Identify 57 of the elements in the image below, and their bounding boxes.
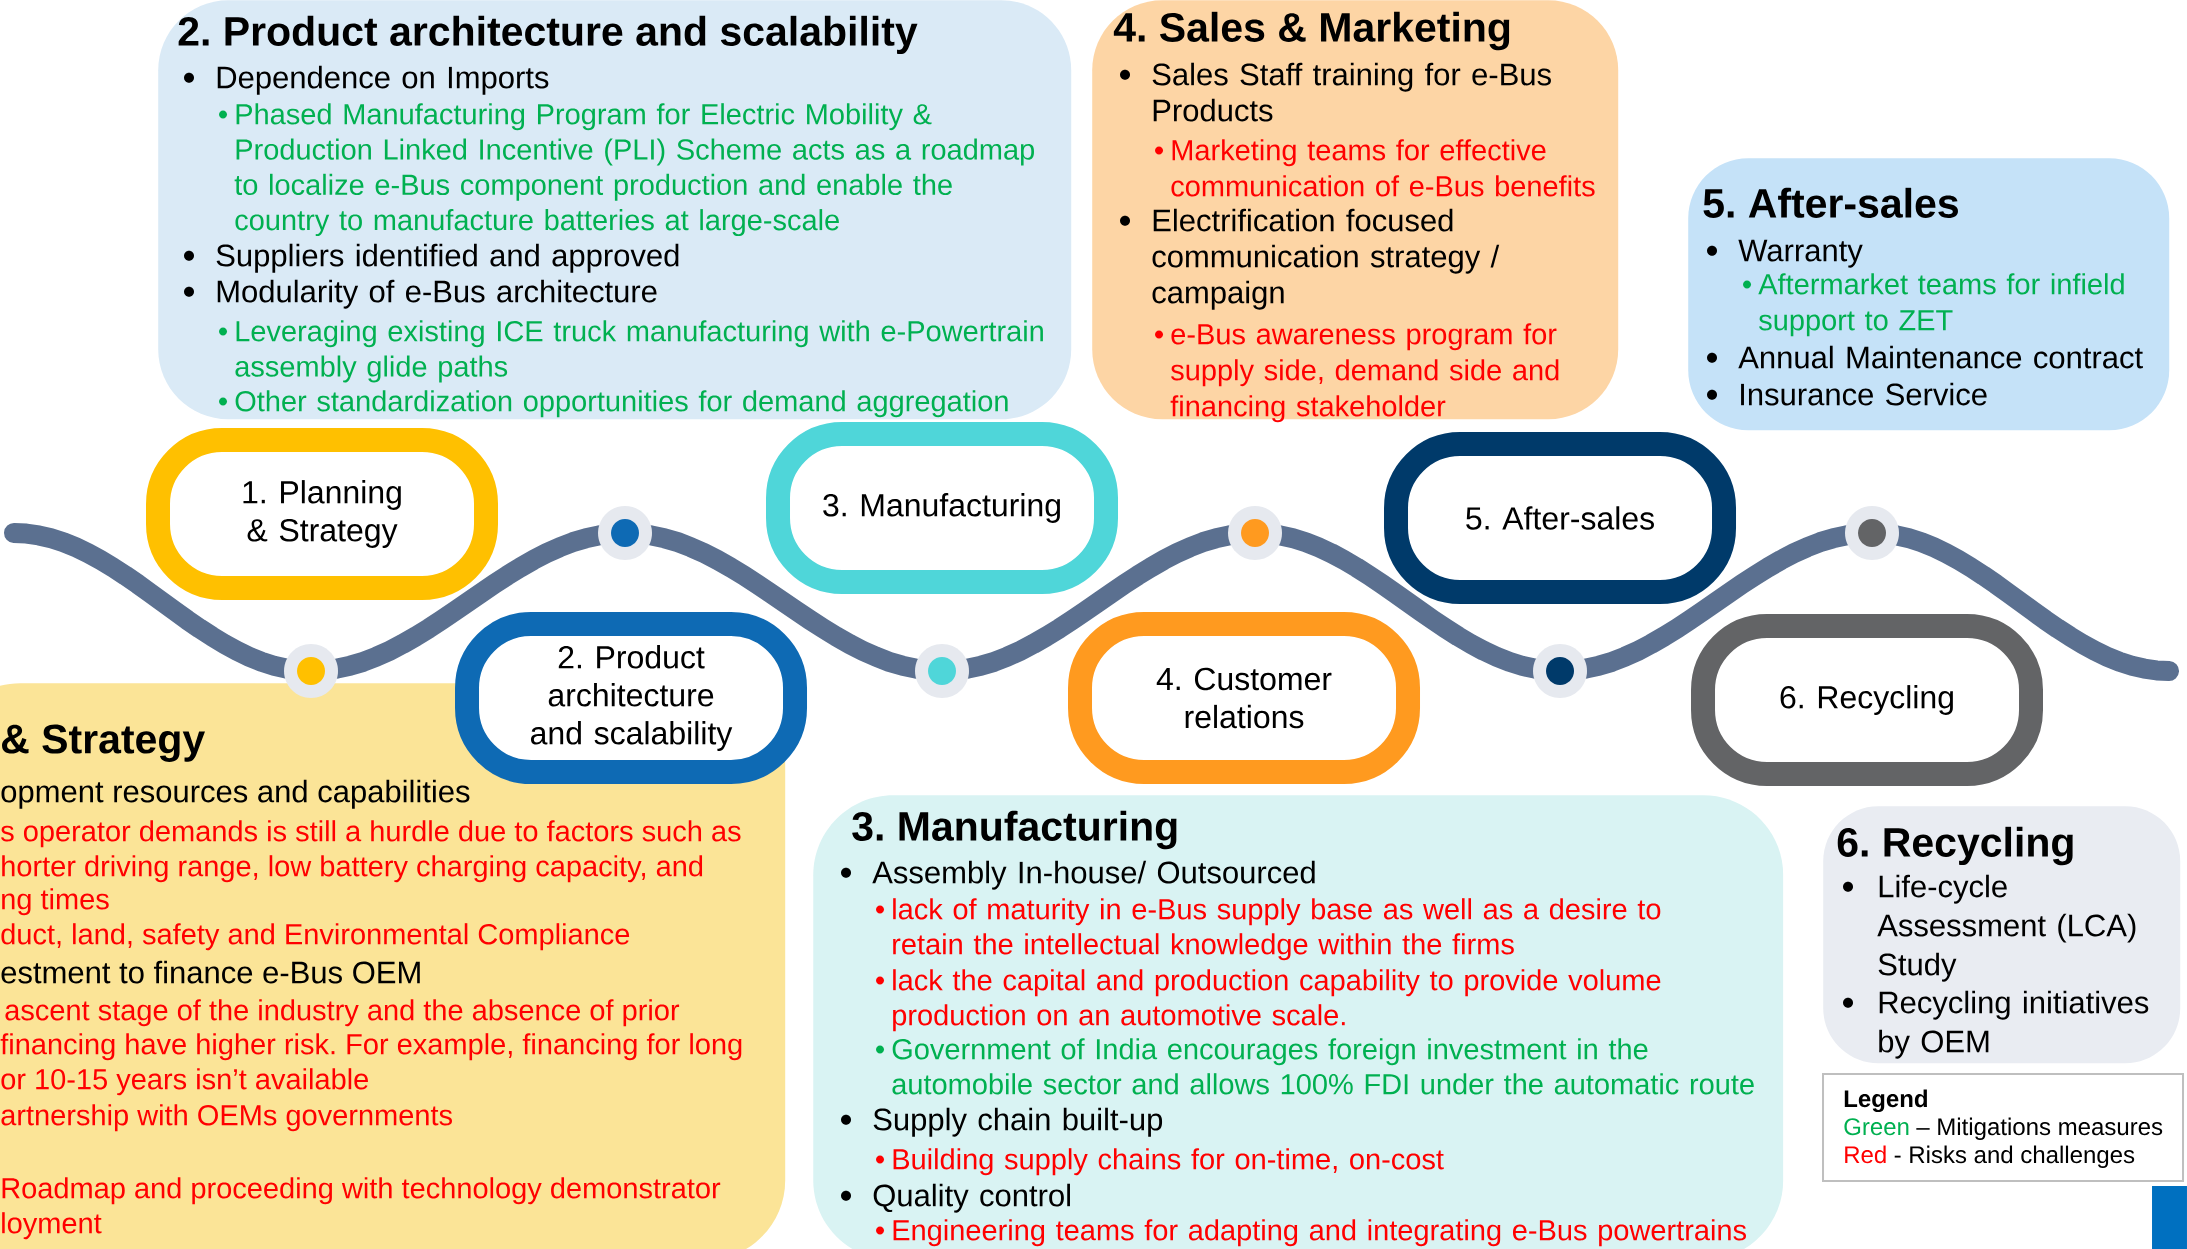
stage-pill: 1. Planning & Strategy — [146, 428, 498, 600]
stage-pill: 4. Customer relations — [1068, 612, 1420, 784]
stage-pill: 6. Recycling — [1691, 614, 2043, 786]
info-card — [813, 795, 1784, 1249]
text-line: financing have higher risk. For example, financing for long — [0, 1033, 742, 1061]
info-card — [1688, 158, 2170, 431]
bullet-text: Sales Staff training for e-Bus Products — [1152, 62, 1551, 122]
text-line: ng times — [2, 888, 109, 916]
info-card — [1823, 806, 2181, 1064]
bullet-text: e-Bus awareness program for supply side, demand side and financing stakeholder — [1170, 323, 1559, 423]
bullet-text: Modularity of e-Bus architecture — [217, 279, 657, 309]
info-card — [0, 683, 786, 1249]
bullet-text: Suppliers identified and approved — [216, 243, 679, 273]
card-heading: 3. Manufacturing — [852, 810, 1177, 850]
bullet-text: Supply chain built-up — [873, 1107, 1163, 1137]
bullet-text: Aftermarket teams for infield support to ZET — [1758, 273, 2124, 337]
info-card — [158, 0, 1072, 420]
text-line: s operator demands is still a hurdle due to factors such as — [1, 820, 741, 848]
card-heading: 6. Recycling — [1837, 826, 2073, 866]
bullet-text: Warranty — [1738, 239, 1863, 268]
bullet-text: Annual Maintenance contract — [1738, 345, 2143, 369]
bullet-text: Electrification focused communication strategy / campaign — [1152, 208, 1500, 310]
card-heading: 4. Sales & Marketing — [1113, 11, 1510, 51]
bullet-text: Recycling initiatives by OEM — [1879, 990, 2149, 1059]
card-heading: 5. After-sales — [1703, 187, 1958, 218]
info-card — [1092, 0, 1619, 423]
text-line: Roadmap and proceeding with technology demonstrator — [2, 1177, 721, 1205]
legend-text: – Mitigations measures — [1916, 1117, 2163, 1140]
text-line: estment to finance e-Bus OEM — [1, 960, 420, 984]
text-line: horter driving range, low battery charging capacity, and — [2, 855, 703, 883]
bullet-text: Engineering teams for adapting and integrating e-Bus powertrains — [893, 1219, 1746, 1247]
card-heading: & Strategy — [2, 724, 205, 762]
legend-title: Legend — [1844, 1089, 1927, 1113]
bullet-text: Insurance Service — [1741, 382, 1987, 406]
bullet-text: Leveraging existing ICE truck manufacturing with e-Powertrain assembly glide paths — [235, 320, 1043, 383]
card-heading: 2. Product architecture and scalability — [178, 15, 918, 54]
bullet-text: Phased Manufacturing Program for Electric Mobility & Production Linked Incentive (PLI) Scheme acts as a roadmap to localize e-Bus component production and enable the country to manufacture batteries at large-scale — [234, 103, 1034, 237]
bullet-text: Dependence on Imports — [217, 65, 549, 95]
bullet-text: Other standardization opportunities for demand aggregation — [235, 390, 1008, 418]
legend-color-word: Green — [1844, 1118, 1909, 1136]
bullet-text: lack the capital and production capability to provide volume production on an automotive scale. — [893, 969, 1661, 1032]
bullet-text: Assembly In-house/ Outsourced — [872, 860, 1315, 890]
stage-pill: 2. Product architecture and scalability — [455, 612, 807, 784]
bullet-text: Life-cycle Assessment (LCA) Study — [1877, 874, 2136, 982]
text-line: loyment — [2, 1212, 102, 1240]
bullet-text: Quality control — [873, 1183, 1070, 1213]
text-line: ascent stage of the industry and the absence of prior — [5, 999, 680, 1027]
stage-pill: 5. After-sales — [1384, 432, 1736, 604]
legend-color-word: Red — [1845, 1145, 1886, 1164]
stage-pill: 3. Manufacturing — [766, 422, 1118, 594]
bullet-text: Government of India encourages foreign investment in the automobile sector and allows 100% FDI under the automatic route — [892, 1038, 1754, 1095]
text-line: duct, land, safety and Environmental Compliance — [1, 923, 630, 951]
text-line: artnership with OEMs governments — [1, 1104, 452, 1132]
bullet-text: Marketing teams for effective communication of e-Bus benefits — [1171, 139, 1595, 197]
legend-text: - Risks and challenges — [1894, 1145, 2135, 1168]
bullet-text: Building supply chains for on-time, on-cost — [893, 1148, 1444, 1176]
text-line: or 10-15 years isn’t available — [1, 1068, 368, 1096]
